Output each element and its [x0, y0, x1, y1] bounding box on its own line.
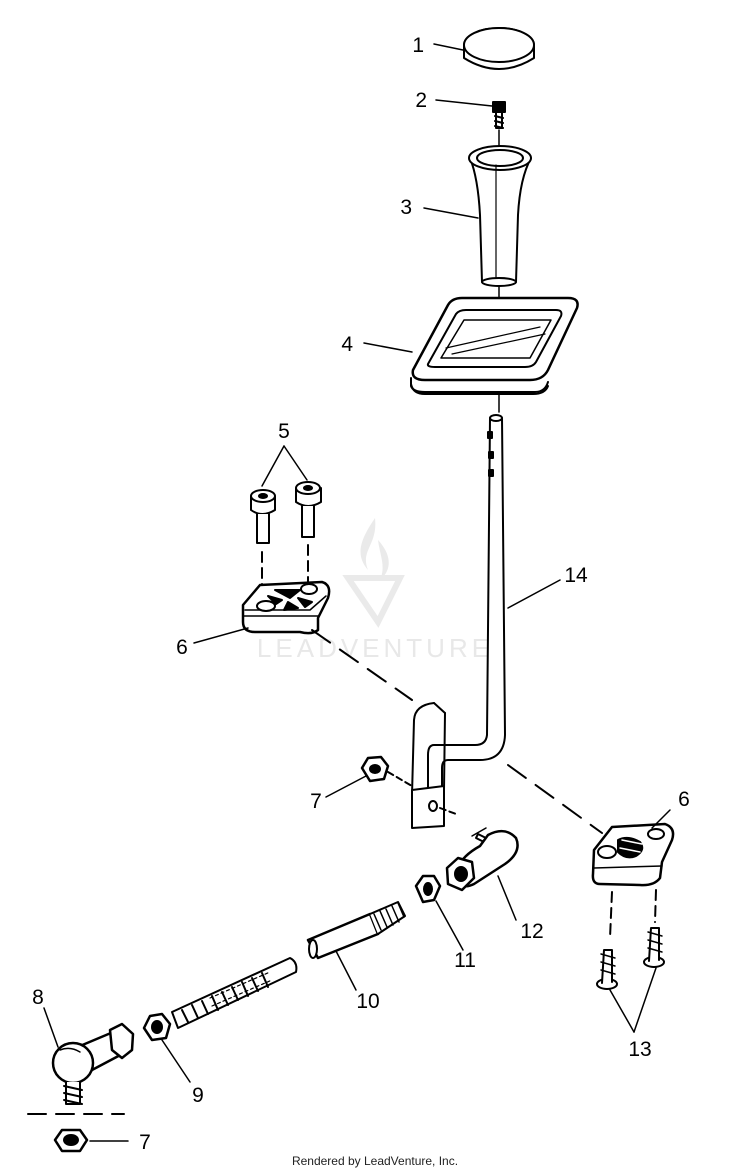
watermark-text: LEADVENTURE	[257, 633, 493, 663]
part-8-ball-joint	[51, 1022, 135, 1105]
part-7-nut-upper	[360, 755, 457, 815]
callout-6-right: 6	[678, 788, 690, 811]
callout-7-upper: 7	[310, 790, 322, 813]
callout-3: 3	[400, 196, 412, 219]
part-2-screw	[492, 101, 506, 149]
callout-10: 10	[356, 990, 379, 1013]
callout-12: 12	[520, 920, 543, 943]
part-10-adjuster-rod	[306, 901, 406, 960]
part-7-nut-lower	[53, 1128, 89, 1153]
part-1-knob-cap	[463, 27, 535, 70]
part-6-mount-block-right	[591, 822, 675, 887]
part-13-screw-left	[596, 949, 618, 990]
part-4-boot	[410, 296, 579, 413]
callout-11: 11	[454, 949, 476, 972]
part-3-grip	[468, 145, 532, 321]
footer-credit: Rendered by LeadVenture, Inc.	[291, 1154, 459, 1168]
part-9-nut	[142, 1012, 172, 1042]
callout-2: 2	[415, 89, 427, 112]
part-14-shift-lever	[411, 414, 506, 829]
watermark: LEADVENTURE	[257, 518, 493, 663]
callout-4: 4	[341, 333, 353, 356]
callout-7-lower: 7	[139, 1131, 151, 1154]
watermark-v-icon	[342, 575, 405, 628]
part-12-ball-joint	[445, 827, 519, 892]
callout-6-left: 6	[176, 636, 188, 659]
callout-1: 1	[412, 34, 424, 57]
callout-13: 13	[628, 1038, 651, 1061]
part-5-bolt-left	[250, 489, 276, 544]
leader-lines	[43, 43, 671, 1142]
part-13-screw-right	[643, 927, 665, 968]
callout-5: 5	[278, 420, 290, 443]
watermark-flame-icon	[360, 518, 389, 580]
threaded-rod	[171, 957, 298, 1029]
callout-9: 9	[192, 1084, 204, 1107]
part-11-nut	[414, 874, 442, 904]
callout-14: 14	[564, 564, 588, 587]
part-6-mount-block-left	[241, 580, 331, 635]
part-5-bolt-right	[295, 481, 322, 538]
callout-labels: 1 2 3 4 5 6 7 14 6 12 11 10 13 8 9 7	[32, 34, 690, 1154]
callout-8: 8	[32, 986, 44, 1009]
